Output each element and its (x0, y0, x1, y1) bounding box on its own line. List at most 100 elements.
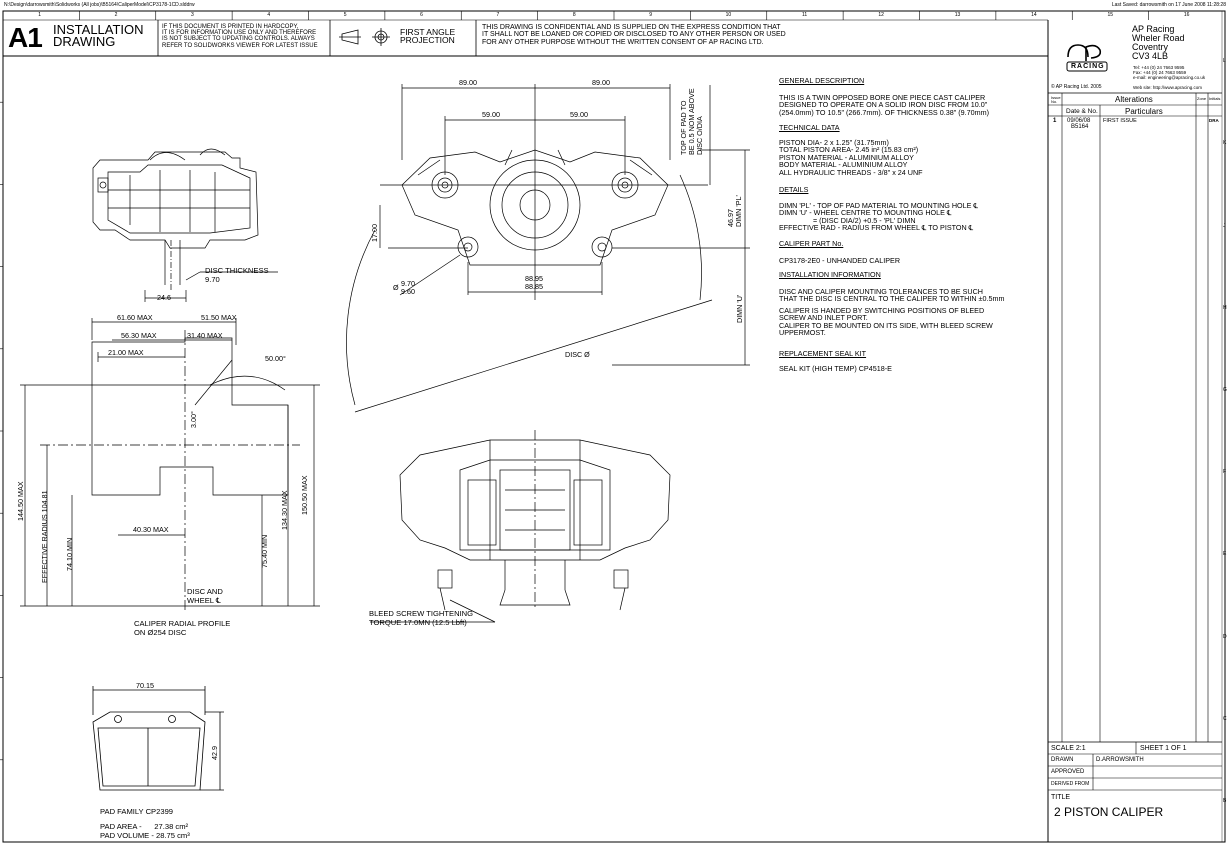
zone-row-label: J (1223, 222, 1226, 229)
col-issue: Issue No. (1051, 95, 1061, 104)
company-line: Wheler Road (1132, 33, 1185, 43)
pad-metrics: PAD AREA - 27.38 cm² PAD VOLUME - 28.75 … (100, 822, 190, 840)
drawing-title: 2 PISTON CALIPER (1054, 805, 1164, 819)
hardcopy-notice-line: IT IS FOR INFORMATION USE ONLY AND THERE… (162, 30, 317, 37)
zone-row-label: L (1223, 58, 1226, 65)
dim-144: 144.50 MAX (16, 481, 25, 521)
technical-line: BODY MATERIAL - ALUMINIUM ALLOY (779, 160, 908, 170)
dim-88-lower: 88.85 (525, 282, 543, 291)
dim-74: 74.10 MIN (65, 537, 74, 571)
install-line: THAT THE DISC IS CENTRAL TO THE CALIPER … (779, 294, 1005, 304)
zone-column-label: 10 (725, 12, 732, 18)
zone-row-label: H (1223, 304, 1227, 311)
zone-column-label: 11 (801, 12, 808, 18)
part-text: CP3178-2E0 - UNHANDED CALIPER (779, 256, 901, 265)
disc-thickness: DISC THICKNESS 9.70 (205, 266, 269, 284)
disc-label: DISC Ø (565, 350, 590, 359)
dim-pl-label: DIMN 'PL' (734, 195, 743, 227)
alteration-particulars: FIRST ISSUE (1103, 118, 1137, 124)
hardcopy-notice: IF THIS DOCUMENT IS PRINTED IN HARDCOPY,… (162, 24, 318, 49)
hardcopy-notice-line: IF THIS DOCUMENT IS PRINTED IN HARDCOPY, (162, 24, 299, 30)
zone-column-label: 13 (954, 12, 961, 18)
caliper-side-view (92, 148, 278, 302)
alteration-date: 09/06/08 B5164 (1067, 118, 1090, 131)
hardcopy-notice-line: IS NOT SUBJECT TO UPDATING CONTROLS. ALW… (162, 36, 315, 43)
general-line: THIS IS A TWIN OPPOSED BORE ONE PIECE CA… (779, 93, 986, 102)
dim-21: 21.00 MAX (108, 348, 144, 357)
part-heading: CALIPER PART No. (779, 239, 844, 248)
col-initials: Initials (1209, 96, 1221, 101)
details-heading: DETAILS (779, 185, 809, 194)
technical-line: PISTON MATERIAL - ALUMINIUM ALLOY (779, 152, 914, 162)
copyright: © AP Racing Ltd. 2005 (1051, 84, 1102, 90)
install-text: DISC AND CALIPER MOUNTING TOLERANCES TO … (779, 287, 1005, 337)
company-line: Coventry (1132, 42, 1169, 52)
zone-column-label: 15 (1107, 12, 1113, 18)
dim-59-left: 59.00 (482, 110, 500, 119)
confidential-line: FOR ANY OTHER PURPOSE WITHOUT THE WRITTE… (482, 38, 764, 46)
technical-text: PISTON DIA- 2 x 1.25" (31.75mm) TOTAL PI… (779, 139, 923, 176)
dim-150: 150.50 MAX (300, 475, 309, 515)
details-line: EFFECTIVE RAD - RADIUS FROM WHEEL ℄ TO P… (779, 223, 974, 233)
zone-row-label: D (1223, 633, 1227, 640)
install-line: SCREW AND INLET PORT. (779, 313, 868, 323)
dim-31: 31.40 MAX (187, 331, 223, 340)
alterations-title: Alterations (1115, 95, 1153, 104)
logo-racing-text: RACING (1071, 63, 1105, 70)
dim-pl: 46.97 DIMN 'PL' (726, 195, 743, 227)
derived-label: DERIVED FROM (1051, 781, 1090, 787)
company-tel: Tel: +44 (0) 24 7663 9595 (1133, 65, 1185, 70)
title-label: TITLE (1051, 794, 1071, 801)
dim-effective-radius: EFFECTIVE RADIUS 104.81 (40, 490, 49, 583)
company-web: Web site: http://www.apracing.com (1133, 85, 1202, 90)
alteration-issue: 1 (1053, 118, 1057, 124)
install-line: DISC AND CALIPER MOUNTING TOLERANCES TO … (779, 287, 983, 296)
pad-volume: PAD VOLUME - 28.75 cm³ (100, 830, 190, 840)
technical-line: TOTAL PISTON AREA- 2.45 in² (15.83 cm²) (779, 145, 919, 155)
zone-grid-marks (0, 11, 1149, 761)
zone-column-label: 7 (496, 12, 500, 18)
caliper-radial-profile (20, 318, 320, 610)
company-fax: Fax: +44 (0) 24 7663 9559 (1133, 69, 1187, 75)
company-line: AP Racing (1132, 24, 1175, 34)
angle-50: 50.00° (265, 354, 286, 363)
hardcopy-notice-line: REFER TO SOLIDWORKS VIEWER FOR LATEST IS… (162, 42, 318, 49)
zone-row-label: G (1223, 386, 1227, 393)
confidential-line: IT SHALL NOT BE LOANED OR COPIED OR DISC… (482, 31, 786, 39)
dim-51: 51.50 MAX (201, 313, 237, 322)
dim-u: DIMN 'U' (735, 294, 744, 323)
hole-dia-upper: 9.70 (401, 279, 415, 288)
disc-thickness-label: DISC THICKNESS (205, 266, 269, 275)
company-address: AP Racing Wheler Road Coventry CV3 4LB (1132, 25, 1185, 61)
pad-family: PAD FAMILY CP2399 (100, 807, 174, 816)
sheet-count: SHEET 1 OF 1 (1140, 745, 1187, 752)
brake-pad-outline (92, 686, 224, 791)
technical-heading: TECHNICAL DATA (779, 123, 840, 132)
general-text: THIS IS A TWIN OPPOSED BORE ONE PIECE CA… (779, 93, 989, 117)
zone-row-label: E (1223, 551, 1227, 558)
dim-88-upper: 88.95 (525, 274, 543, 283)
zone-column-label: 4 (267, 12, 271, 18)
details-line: DIMN 'U' - WHEEL CENTRE TO MOUNTING HOLE… (779, 208, 952, 218)
projection-label: FIRST ANGLE PROJECTION (400, 28, 455, 45)
disc-thickness-value: 9.70 (205, 275, 220, 284)
col-zone: Zone (1197, 96, 1207, 101)
dim-56: 56.30 MAX (121, 331, 157, 340)
zone-row-label: F (1223, 469, 1227, 476)
details-line: = (DISC DIA/2) +0.5 - 'PL' DIMN (779, 215, 916, 225)
bleed-note: BLEED SCREW TIGHTENING TORQUE 17.0MN (12… (369, 609, 473, 627)
details-line: DIMN 'PL' - TOP OF PAD MATERIAL TO MOUNT… (779, 201, 979, 210)
zone-row-label: B (1223, 797, 1227, 804)
profile-caption-line: CALIPER RADIAL PROFILE (134, 619, 231, 628)
zone-column-label: 12 (878, 12, 884, 18)
alteration-date-value: 09/06/08 (1067, 118, 1091, 124)
zone-column-label: 3 (190, 12, 194, 18)
pad-width: 70.15 (136, 681, 154, 690)
disc-wheel-label: DISC AND WHEEL ℄ (187, 587, 223, 605)
profile-caption: CALIPER RADIAL PROFILE ON Ø254 DISC (134, 619, 231, 637)
dim-24: 24.6 (157, 293, 171, 302)
alteration-initials: DRA (1209, 118, 1219, 123)
file-path: N:\Design\darrowsmith\Solidworks (All jo… (4, 2, 195, 8)
projection-line: PROJECTION (400, 35, 455, 45)
last-saved: Last Saved: darrowsmith on 17 June 2008 … (1111, 2, 1226, 8)
